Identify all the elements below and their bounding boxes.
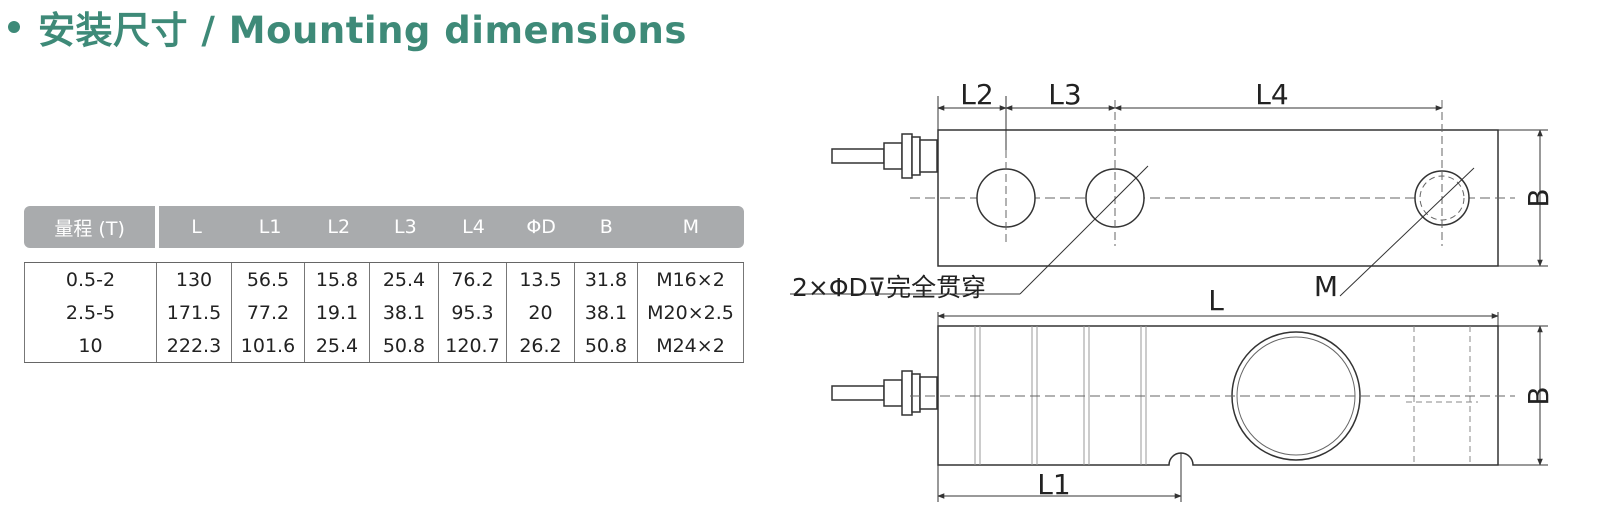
table-cell: 120.7 [438, 329, 506, 362]
column-header: L3 [371, 206, 440, 248]
table-cell: 77.2 [231, 296, 304, 329]
table-row: 2.5-5 171.5 77.2 19.1 38.1 95.3 20 38.1 … [24, 296, 744, 329]
column-header: B [574, 206, 638, 248]
table-cell: 50.8 [574, 329, 637, 362]
dim-label-b-top: B [1522, 188, 1555, 207]
table-body: 0.5-2 130 56.5 15.8 25.4 76.2 13.5 31.8 … [24, 262, 744, 363]
table-cell: 19.1 [304, 296, 369, 329]
column-header: L [159, 206, 234, 248]
column-header: M [637, 206, 744, 248]
mounting-drawing: L2 L3 L4 B 2×ΦD⊽完全贯穿 M [790, 78, 1555, 502]
strain-pocket [1231, 331, 1361, 461]
table-cell: 25.4 [369, 263, 438, 296]
hole-centerlines [1005, 100, 1443, 246]
table-cell: 56.5 [231, 263, 304, 296]
table-cell: 171.5 [156, 296, 231, 329]
cable-connector-side [831, 370, 938, 416]
hole-note: 2×ΦD⊽完全贯穿 [792, 273, 986, 302]
table-cell: 31.8 [574, 263, 637, 296]
table-cell: 222.3 [156, 329, 231, 362]
dim-label-l2: L2 [960, 78, 993, 111]
table-cell: 0.5-2 [24, 263, 156, 296]
table-cell: 26.2 [506, 329, 574, 362]
table-cell: 20 [506, 296, 574, 329]
table-cell: M20×2.5 [637, 296, 744, 329]
table-cell: 101.6 [231, 329, 304, 362]
side-view: L B L1 [831, 284, 1555, 502]
table-cell: 130 [156, 263, 231, 296]
table-cell: 38.1 [369, 296, 438, 329]
table-cell: 38.1 [574, 296, 637, 329]
table-cell: 76.2 [438, 263, 506, 296]
side-dimension-lines [937, 312, 1548, 502]
table-cell: M24×2 [637, 329, 744, 362]
column-header: L1 [233, 206, 307, 248]
dim-label-b-side: B [1522, 386, 1555, 405]
table-cell: M16×2 [637, 263, 744, 296]
table-cell: 15.8 [304, 263, 369, 296]
top-dimension-lines [790, 96, 1548, 297]
dim-label-m: M [1314, 270, 1338, 303]
table-cell: 50.8 [369, 329, 438, 362]
table-cell: 95.3 [438, 296, 506, 329]
bullet-icon [8, 21, 20, 33]
table-header-row: 量程 (T) L L1 L2 L3 L4 ΦD B M [24, 206, 744, 248]
top-view: L2 L3 L4 B 2×ΦD⊽完全贯穿 M [790, 78, 1555, 303]
table-cell: 13.5 [506, 263, 574, 296]
table-row: 10 222.3 101.6 25.4 50.8 120.7 26.2 50.8… [24, 329, 744, 362]
table-cell: 25.4 [304, 329, 369, 362]
column-header: L2 [306, 206, 372, 248]
dim-label-l4: L4 [1255, 78, 1288, 111]
section-header: 安装尺寸 / Mounting dimensions [8, 4, 687, 52]
cable-connector-top [831, 133, 938, 179]
thread-hidden-lines [1406, 326, 1478, 465]
table-cell: 2.5-5 [24, 296, 156, 329]
section-title: 安装尺寸 / Mounting dimensions [38, 9, 687, 52]
table-row: 0.5-2 130 56.5 15.8 25.4 76.2 13.5 31.8 … [24, 263, 744, 296]
dim-label-l3: L3 [1048, 78, 1081, 111]
column-header: ΦD [507, 206, 575, 248]
column-header: 量程 (T) [24, 206, 156, 248]
dimensions-table: 量程 (T) L L1 L2 L3 L4 ΦD B M 0.5-2 130 56… [24, 206, 744, 363]
column-header: L4 [439, 206, 508, 248]
dim-label-l: L [1208, 284, 1224, 317]
dim-label-l1: L1 [1037, 468, 1070, 501]
table-cell: 10 [24, 329, 156, 362]
